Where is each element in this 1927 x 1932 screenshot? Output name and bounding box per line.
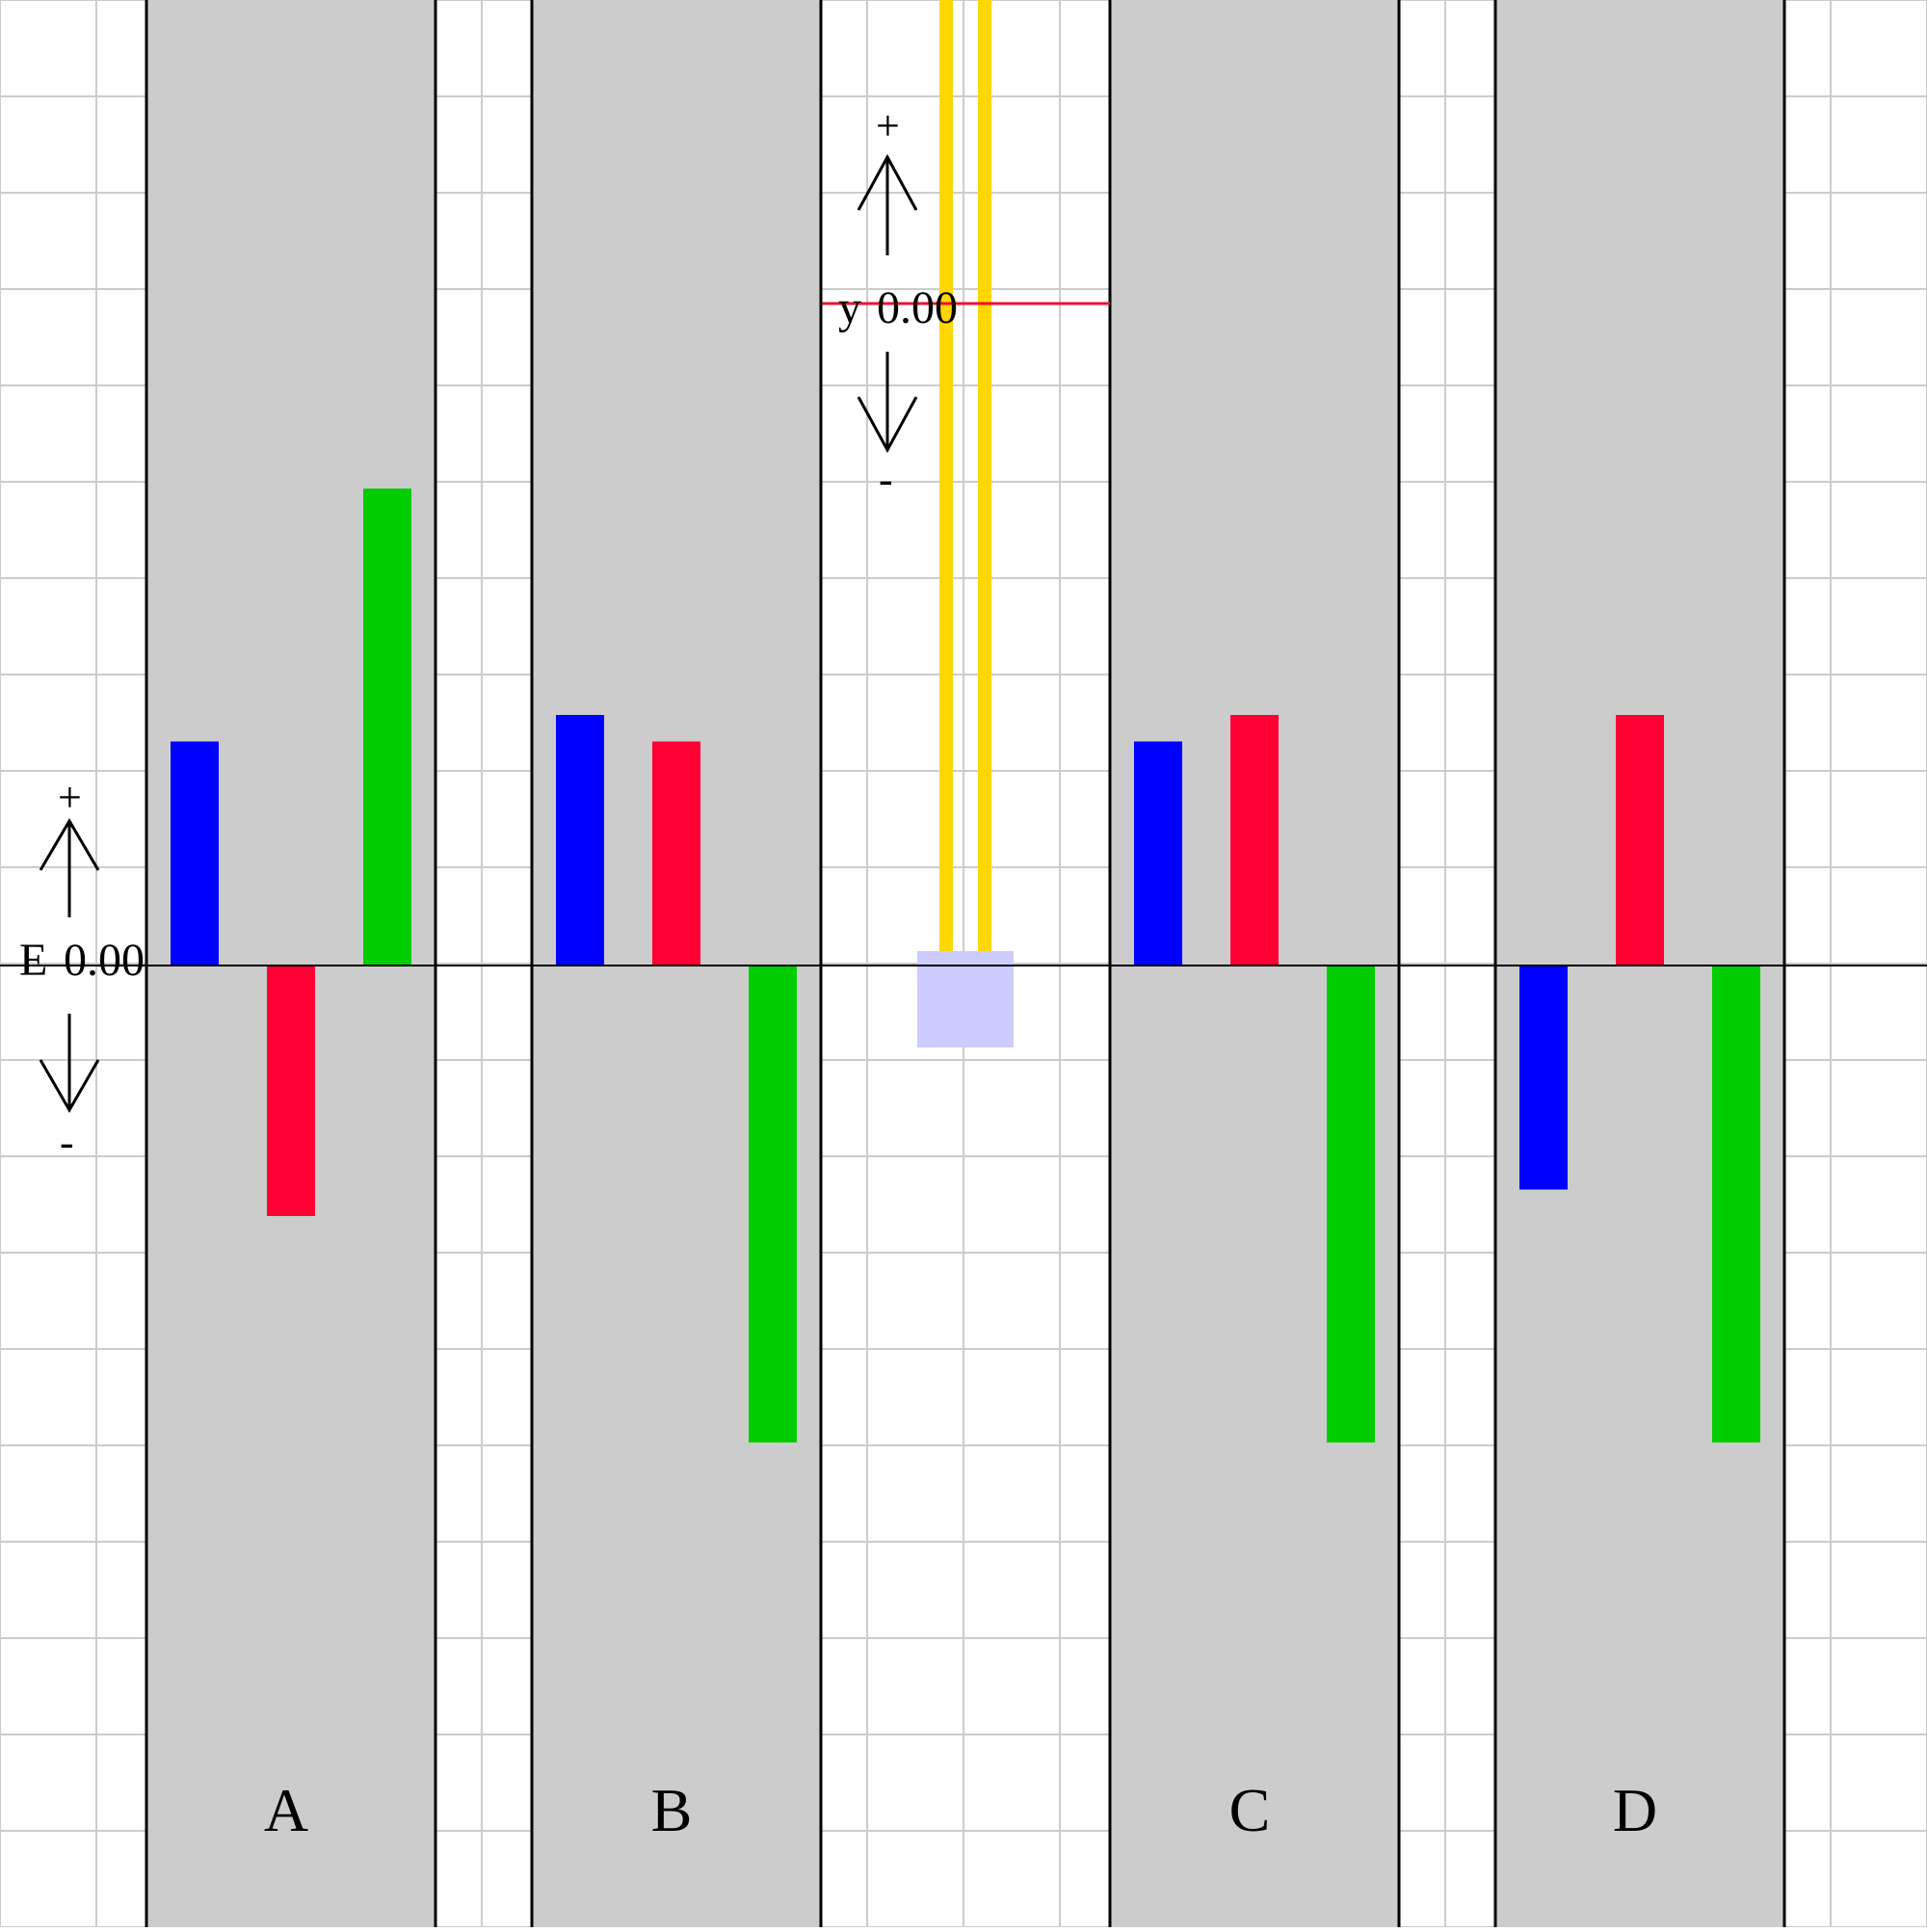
panel-d: D: [1493, 0, 1786, 1927]
energy-bar-2[interactable]: [1616, 715, 1664, 966]
energy-axis: E 0.00 + -: [0, 774, 1927, 1166]
energy-bar-2[interactable]: [1230, 715, 1279, 966]
energy-down-arrow-icon: [39, 1014, 100, 1114]
panel-label: A: [264, 1776, 308, 1844]
panel-b: B: [530, 0, 823, 1927]
energy-bar-3[interactable]: [1327, 966, 1375, 1442]
energy-label: E: [19, 935, 47, 986]
y-plus-sign: +: [876, 102, 900, 149]
energy-bar-1[interactable]: [1134, 741, 1182, 966]
energy-bar-3[interactable]: [749, 966, 797, 1442]
energy-bar-1[interactable]: [1519, 966, 1568, 1190]
y-value: 0.00: [877, 282, 958, 333]
y-label: y: [838, 282, 861, 333]
energy-bar-2[interactable]: [267, 966, 315, 1216]
rod-left: [939, 0, 953, 954]
energy-bar-1[interactable]: [171, 741, 219, 966]
panel-c: C: [1108, 0, 1401, 1927]
energy-panels: A B C D: [145, 0, 1786, 1927]
energy-plus-sign: +: [58, 774, 82, 821]
center-column: y 0.00 + -: [819, 0, 1110, 1927]
y-up-arrow-icon: [857, 153, 918, 255]
y-minus-sign: -: [879, 456, 893, 503]
energy-bar-3[interactable]: [363, 489, 411, 966]
energy-up-arrow-icon: [39, 818, 100, 917]
energy-bar-1[interactable]: [556, 715, 604, 966]
energy-bar-3[interactable]: [1712, 966, 1760, 1442]
panel-label: B: [651, 1776, 693, 1844]
energy-minus-sign: -: [60, 1119, 74, 1166]
panel-label: C: [1229, 1776, 1271, 1844]
panel-label: D: [1613, 1776, 1657, 1844]
probe-block[interactable]: [917, 951, 1014, 1047]
rod-right: [978, 0, 991, 954]
y-down-arrow-icon: [857, 352, 918, 454]
panel-a: A: [145, 0, 437, 1927]
energy-bar-2[interactable]: [652, 741, 700, 966]
energy-value: 0.00: [64, 935, 145, 986]
